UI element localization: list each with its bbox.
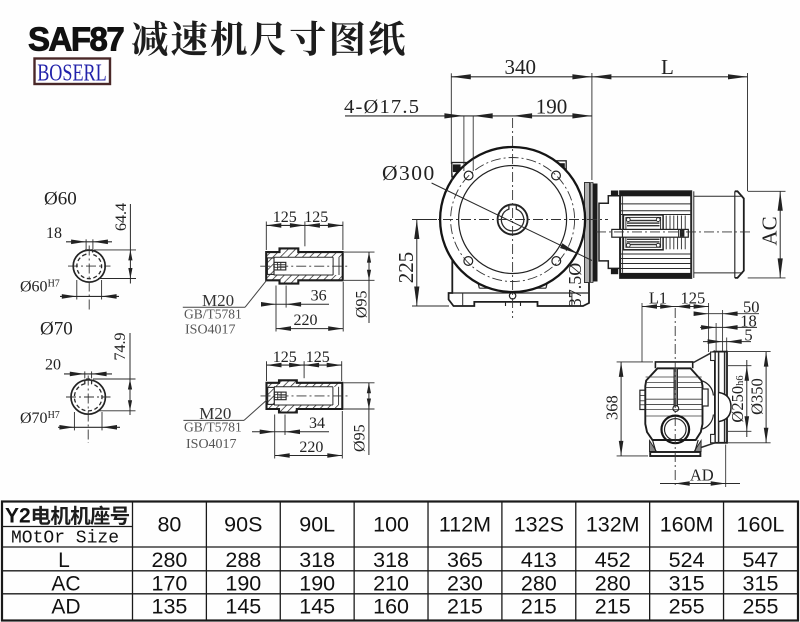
svg-text:315: 315 bbox=[669, 572, 705, 596]
svg-text:M20: M20 bbox=[202, 291, 234, 310]
svg-text:230: 230 bbox=[447, 572, 483, 596]
svg-text:36: 36 bbox=[311, 287, 327, 304]
svg-text:Y2: Y2 bbox=[5, 505, 31, 528]
svg-text:190: 190 bbox=[299, 572, 335, 596]
svg-text:AD: AD bbox=[690, 466, 714, 485]
svg-text:64.4: 64.4 bbox=[113, 203, 130, 231]
svg-text:125: 125 bbox=[273, 209, 297, 226]
svg-text:Ø300: Ø300 bbox=[382, 161, 436, 185]
svg-text:368: 368 bbox=[603, 395, 622, 420]
svg-text:GB/T5781: GB/T5781 bbox=[184, 420, 242, 435]
svg-text:318: 318 bbox=[373, 548, 409, 572]
svg-text:452: 452 bbox=[595, 548, 631, 572]
svg-text:524: 524 bbox=[669, 548, 705, 572]
svg-text:215: 215 bbox=[447, 595, 483, 619]
svg-text:125: 125 bbox=[681, 289, 706, 308]
svg-text:225: 225 bbox=[394, 252, 418, 284]
svg-text:315: 315 bbox=[743, 572, 779, 596]
svg-text:37.5Ø: 37.5Ø bbox=[565, 263, 585, 308]
svg-text:Ø95: Ø95 bbox=[353, 291, 370, 319]
svg-text:125: 125 bbox=[306, 349, 330, 366]
svg-text:170: 170 bbox=[152, 572, 188, 596]
svg-text:215: 215 bbox=[521, 595, 557, 619]
svg-text:Ø350: Ø350 bbox=[748, 378, 767, 415]
svg-text:ISO4017: ISO4017 bbox=[186, 437, 237, 452]
svg-text:AC: AC bbox=[758, 216, 782, 245]
svg-text:L: L bbox=[661, 55, 674, 79]
svg-text:Ø250h6: Ø250h6 bbox=[728, 375, 747, 422]
svg-text:190: 190 bbox=[225, 572, 261, 596]
svg-text:280: 280 bbox=[595, 572, 631, 596]
svg-text:132M: 132M bbox=[586, 513, 640, 537]
svg-text:210: 210 bbox=[373, 572, 409, 596]
svg-text:220: 220 bbox=[299, 439, 323, 456]
svg-text:80: 80 bbox=[157, 513, 181, 537]
svg-text:4-Ø17.5: 4-Ø17.5 bbox=[344, 96, 420, 118]
svg-text:280: 280 bbox=[521, 572, 557, 596]
svg-text:20: 20 bbox=[45, 357, 61, 374]
svg-text:280: 280 bbox=[152, 548, 188, 572]
svg-text:547: 547 bbox=[743, 548, 779, 572]
svg-text:220: 220 bbox=[294, 312, 318, 329]
svg-text:Ø95: Ø95 bbox=[352, 424, 369, 452]
svg-text:M20: M20 bbox=[199, 404, 231, 423]
svg-text:145: 145 bbox=[225, 595, 261, 619]
svg-text:ISO4017: ISO4017 bbox=[185, 323, 236, 338]
svg-text:160M: 160M bbox=[660, 513, 714, 537]
svg-text:L: L bbox=[58, 549, 70, 572]
svg-text:112M: 112M bbox=[439, 513, 491, 537]
svg-text:74.9: 74.9 bbox=[112, 333, 129, 361]
svg-text:125: 125 bbox=[273, 349, 297, 366]
svg-text:50: 50 bbox=[743, 298, 760, 317]
svg-text:BOSERL: BOSERL bbox=[37, 59, 107, 86]
svg-text:145: 145 bbox=[299, 595, 335, 619]
svg-text:18: 18 bbox=[740, 311, 757, 330]
svg-text:340: 340 bbox=[504, 55, 536, 79]
svg-text:18: 18 bbox=[46, 225, 62, 242]
svg-text:160: 160 bbox=[373, 595, 409, 619]
svg-text:132S: 132S bbox=[514, 513, 564, 537]
svg-text:90L: 90L bbox=[299, 513, 335, 537]
svg-text:GB/T5781: GB/T5781 bbox=[184, 307, 242, 322]
svg-text:100: 100 bbox=[373, 513, 409, 537]
svg-text:5: 5 bbox=[744, 326, 752, 345]
svg-text:L1: L1 bbox=[649, 289, 667, 308]
svg-text:160L: 160L bbox=[737, 513, 785, 537]
svg-text:AD: AD bbox=[51, 596, 80, 619]
svg-text:190: 190 bbox=[536, 95, 568, 119]
svg-text:Ø60: Ø60 bbox=[44, 189, 77, 210]
svg-text:255: 255 bbox=[669, 595, 705, 619]
svg-text:SAF87: SAF87 bbox=[28, 21, 123, 58]
svg-text:318: 318 bbox=[299, 548, 335, 572]
svg-text:90S: 90S bbox=[224, 513, 262, 537]
svg-text:288: 288 bbox=[225, 548, 261, 572]
svg-text:MOtOr Size: MOtOr Size bbox=[11, 529, 119, 549]
svg-text:AC: AC bbox=[51, 573, 80, 596]
svg-text:Ø70: Ø70 bbox=[40, 319, 73, 340]
svg-text:215: 215 bbox=[595, 595, 631, 619]
svg-text:413: 413 bbox=[521, 548, 557, 572]
svg-text:125: 125 bbox=[304, 209, 328, 226]
svg-text:365: 365 bbox=[447, 548, 483, 572]
svg-text:135: 135 bbox=[152, 595, 188, 619]
svg-text:34: 34 bbox=[309, 415, 325, 432]
svg-text:255: 255 bbox=[743, 595, 779, 619]
